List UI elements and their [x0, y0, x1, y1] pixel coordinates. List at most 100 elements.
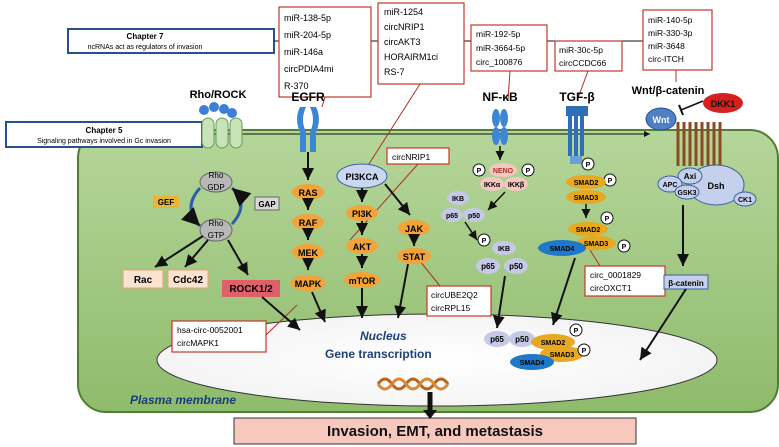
diagram-label: p65	[446, 213, 458, 220]
chapter5-box	[5, 121, 203, 148]
rho-receptor-icon	[199, 102, 243, 149]
ncrna-item: HORAIRM1ci	[384, 52, 438, 62]
egfr-pathway: RAS RAF MEK MAPK	[290, 152, 326, 323]
chapter7-box	[67, 28, 275, 54]
diagram-label: GAP	[258, 200, 276, 209]
chapter5-subtitle: Signaling pathways involved in Gc invasi…	[37, 138, 171, 145]
diagram-label: SMAD3	[574, 195, 599, 202]
nfkb-pathway: P P NENO IKKα IKKβ IKB p65 p50 P IKB p65…	[441, 146, 535, 347]
receptor-nfkb-label: NF-κB	[482, 90, 518, 104]
diagram-label: IKB	[498, 246, 510, 253]
diagram-label: P	[608, 178, 613, 185]
rho-gtp-node: Rho GTP	[199, 218, 233, 242]
diagram-label: SMAD3	[550, 352, 575, 359]
diagram-label: β-catenin	[668, 279, 704, 288]
diagram-label: IKKβ	[508, 182, 525, 189]
diagram-label: circNRIP1	[392, 152, 431, 162]
pi3k-node: AKT	[353, 242, 372, 252]
ncrna-item: miR-3648	[648, 41, 685, 51]
nucleus-title: Nucleus	[360, 329, 407, 343]
ncrna-item: circNRIP1	[384, 22, 425, 32]
diagram-label: CK1	[738, 197, 752, 204]
chapter7-title: Chapter 7	[127, 32, 164, 41]
diagram-label: P	[477, 168, 482, 175]
chapter7-subtitle: ncRNAs act as regulators of invasion	[88, 44, 203, 51]
dkk1-node	[703, 93, 743, 113]
dkk1-label: DKK1	[711, 99, 736, 109]
diagram-label: SMAD2	[576, 227, 601, 234]
outcome-box	[233, 417, 637, 445]
plasma-membrane-label: Plasma membrane	[130, 393, 236, 407]
ncrna-item: circPDIA4mi	[284, 64, 334, 74]
ncrna-item: circRPL15	[431, 303, 470, 313]
ncrna-item: R-370	[284, 81, 309, 91]
ncrna-item: miR-1254	[384, 7, 423, 17]
ncrna-item: circMAPK1	[177, 338, 219, 348]
wnt-receptor-icon	[676, 122, 722, 166]
ncrna-box-nfkb: miR-192-5p miR-3664-5p circ_100876	[470, 24, 548, 72]
gef-node	[153, 196, 179, 208]
ncrna-box-egfr: miR-138-5p miR-204-5p miR-146a circPDIA4…	[278, 6, 372, 98]
ncrna-box-wnt: miR-140-5p miR-330-3p miR-3648 circ-ITCH	[642, 9, 713, 71]
ncrna-item: circ-ITCH	[648, 54, 684, 64]
ncrna-item: miR-140-5p	[648, 15, 693, 25]
egfr-node: MAPK	[295, 279, 322, 289]
wnt-ligand	[645, 107, 677, 131]
diagram-label: IKKα	[484, 182, 501, 189]
egfr-node: RAS	[298, 188, 317, 198]
ncrna-box-mapk: hsa-circ-0052001 circMAPK1	[171, 320, 267, 353]
stat-node: STAT	[403, 252, 426, 262]
rho-gdp-node: Rho GDP	[199, 171, 233, 193]
ncrna-item: miR-3664-5p	[476, 43, 525, 53]
diagram-label: SMAD3	[584, 241, 609, 248]
pi3k-pathway: PI3KCA PI3K AKT mTOR	[336, 163, 411, 318]
ncrna-item: miR-204-5p	[284, 30, 331, 40]
diagram-label: SMAD4	[520, 360, 545, 367]
ncrna-item: circUBE2Q2	[431, 290, 478, 300]
receptor-egfr-label: EGFR	[291, 90, 325, 104]
egfr-node: RAF	[299, 218, 318, 228]
ncrna-item: hsa-circ-0052001	[177, 325, 243, 335]
diagram-label: SMAD2	[541, 340, 566, 347]
ncrna-box-stat: circUBE2Q2 circRPL15	[426, 285, 492, 317]
diagram-label: GDP	[207, 183, 224, 192]
diagram-label: ROCK1/2	[229, 284, 273, 295]
tgfb-receptor-icon	[566, 106, 588, 164]
diagram-label: P	[526, 168, 531, 175]
diagram-label: p50	[468, 213, 480, 220]
diagram-label: Rho	[209, 171, 224, 180]
diagram-label: NENO	[493, 168, 514, 175]
diagram-label: APC	[663, 182, 678, 189]
smad-pathway: P P SMAD2 SMAD3 P SMAD2 SMAD3 P SMAD4 SM…	[510, 157, 631, 370]
diagram-label: SMAD4	[550, 246, 575, 253]
diagram-label: P	[605, 216, 610, 223]
diagram-label: P	[586, 162, 591, 169]
egfr-node: MEK	[298, 248, 319, 258]
chapter5-title: Chapter 5	[86, 126, 123, 135]
diagram-label: IKB	[452, 196, 464, 203]
diagram-label: SMAD2	[574, 180, 599, 187]
diagram-label: GTP	[208, 231, 224, 240]
diagram-label: P	[582, 348, 587, 355]
ncrna-item: RS-7	[384, 67, 405, 77]
ncrna-box-circnrip1: circNRIP1	[386, 147, 450, 165]
ncrna-item: circOXCT1	[590, 283, 632, 293]
wnt-pathway: Dsh Axi APC GSK3 CK1 β-catenin	[639, 164, 757, 361]
diagram-label: p65	[490, 335, 504, 344]
rock-node	[222, 280, 280, 297]
outcome-label: Invasion, EMT, and metastasis	[327, 423, 543, 440]
diagram-label: P	[574, 328, 579, 335]
jak-pathway: JAK STAT	[394, 220, 431, 319]
receptor-tgfb-label: TGF-β	[559, 90, 594, 104]
ncrna-box-pi3k: miR-1254 circNRIP1 circAKT3 HORAIRM1ci R…	[377, 2, 465, 85]
dna-helix-icon	[376, 377, 450, 391]
diagram-label: Rho	[209, 219, 224, 228]
egfr-receptor-icon	[297, 107, 319, 152]
rac-node	[122, 269, 164, 289]
diagram-label: p65	[481, 262, 495, 271]
pi3k-top-node: PI3KCA	[345, 172, 379, 182]
ncrna-item: circ_0001829	[590, 270, 641, 280]
ncrna-item: circCCDC66	[559, 58, 607, 68]
receptor-rho-label: Rho/ROCK	[190, 89, 247, 101]
